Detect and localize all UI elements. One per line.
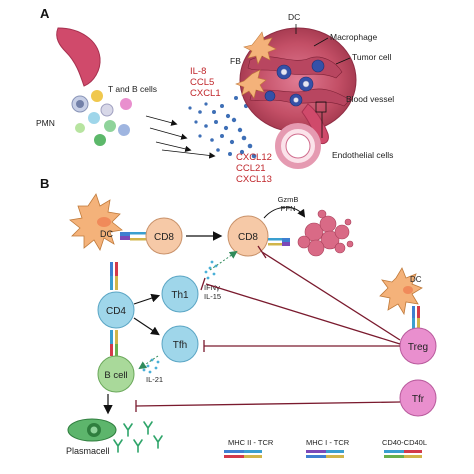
bcell-label: B cell	[104, 370, 127, 381]
cytokine-dots-tfh	[142, 358, 160, 374]
dc-treg-label: DC	[410, 275, 422, 284]
blood-vessel-label: Blood vessel	[346, 94, 394, 104]
tumor-cell-cluster	[297, 209, 354, 257]
treg-inhibits-th1	[205, 283, 401, 345]
macrophage-pointer	[313, 37, 329, 47]
inhibit-bar-th1	[200, 277, 206, 291]
il15-label: IL-15	[204, 292, 221, 301]
fb-label: FB	[230, 56, 241, 66]
chemokine-il8: IL-8	[190, 66, 206, 77]
mhc2-tcr-receptor-dc	[110, 262, 118, 290]
dc-label-a: DC	[288, 12, 300, 22]
tfh-label: Tfh	[173, 340, 187, 351]
tumor-mass	[235, 27, 357, 133]
plasmacell-label: Plasmacell	[66, 446, 110, 456]
legend: MHC II - TCR MHC I - TCR CD40-CD40L	[224, 438, 427, 458]
gzmb-label: GzmB	[278, 195, 299, 204]
endothelial-ring	[275, 123, 321, 169]
cytotoxic-arrow	[263, 206, 306, 219]
cd8-naive-label: CD8	[154, 232, 174, 243]
lymphocyte-cluster	[71, 90, 132, 146]
cd4-cell	[97, 291, 135, 329]
mhc1-tcr-receptor-dc	[120, 232, 146, 241]
treg-inhibits-cd8	[261, 251, 401, 341]
plasma-cell	[67, 418, 117, 442]
endothelial-label: Endothelial cells	[332, 150, 393, 160]
il21-label: IL-21	[146, 375, 163, 384]
legend-mhc1-tcr-swatch	[306, 450, 344, 458]
tfr-cell	[399, 379, 437, 417]
ifng-arrow	[209, 250, 238, 271]
panel-a-letter: A	[40, 6, 50, 21]
macrophage-label: Macrophage	[330, 32, 378, 42]
legend-mhc2-tcr-label: MHC II - TCR	[228, 438, 274, 447]
cytokine-dots-th1	[204, 260, 218, 280]
chemokine-cxcl12: CXCL12	[236, 152, 272, 163]
cd4-to-th1-arrow	[133, 293, 161, 305]
pfn-label: PFN	[281, 204, 296, 213]
ifng-label: IFNγ	[204, 283, 220, 292]
tumor-cell-label: Tumor cell	[352, 52, 391, 62]
vessel-zoom-box	[315, 101, 327, 113]
legend-mhc1-tcr-label: MHC I - TCR	[306, 438, 350, 447]
dc-cell	[69, 193, 123, 251]
tfh-cell	[161, 325, 199, 363]
chemokine-cxcl13: CXCL13	[236, 174, 272, 185]
panel-b-letter: B	[40, 176, 49, 191]
legend-cd40-label: CD40-CD40L	[382, 438, 427, 447]
inhibit-bar-cd8	[257, 245, 267, 259]
chemokine-cxcl1: CXCL1	[190, 88, 221, 99]
cd4-label: CD4	[106, 306, 126, 317]
t-b-cells-label: T and B cells	[108, 84, 157, 94]
th1-label: Th1	[171, 290, 189, 301]
chemokine-ccl5: CCL5	[190, 77, 214, 88]
legend-cd40-swatch	[384, 450, 422, 458]
mhc1-tcr-receptor-tumor	[268, 238, 290, 246]
th1-cell	[161, 275, 199, 313]
dc-label-b: DC	[100, 229, 113, 239]
chemokine-ccl21: CCL21	[236, 163, 266, 174]
pmn-label: PMN	[36, 118, 55, 128]
inhibition-lines	[135, 245, 401, 412]
treg-label: Treg	[408, 342, 428, 353]
b-cell	[97, 355, 135, 393]
blood-vessel-left-icon	[56, 27, 101, 87]
cd8-effector-label: CD8	[238, 232, 258, 243]
tfr-label: Tfr	[412, 394, 425, 405]
cd8-naive-cell	[145, 217, 183, 255]
cd40-cd40l-receptor	[110, 330, 118, 356]
cd4-to-tfh-arrow	[133, 317, 160, 336]
mhc2-tcr-receptor-treg	[412, 306, 420, 330]
legend-mhc2-tcr-swatch	[224, 450, 262, 458]
antibody-icons	[113, 421, 163, 453]
tfr-inhibits-bcell	[135, 401, 401, 407]
chemokine-gradient	[188, 96, 257, 159]
migration-arrows	[145, 115, 216, 159]
tumor-cell-pointer	[335, 57, 351, 65]
dc-cell-treg	[379, 267, 423, 316]
